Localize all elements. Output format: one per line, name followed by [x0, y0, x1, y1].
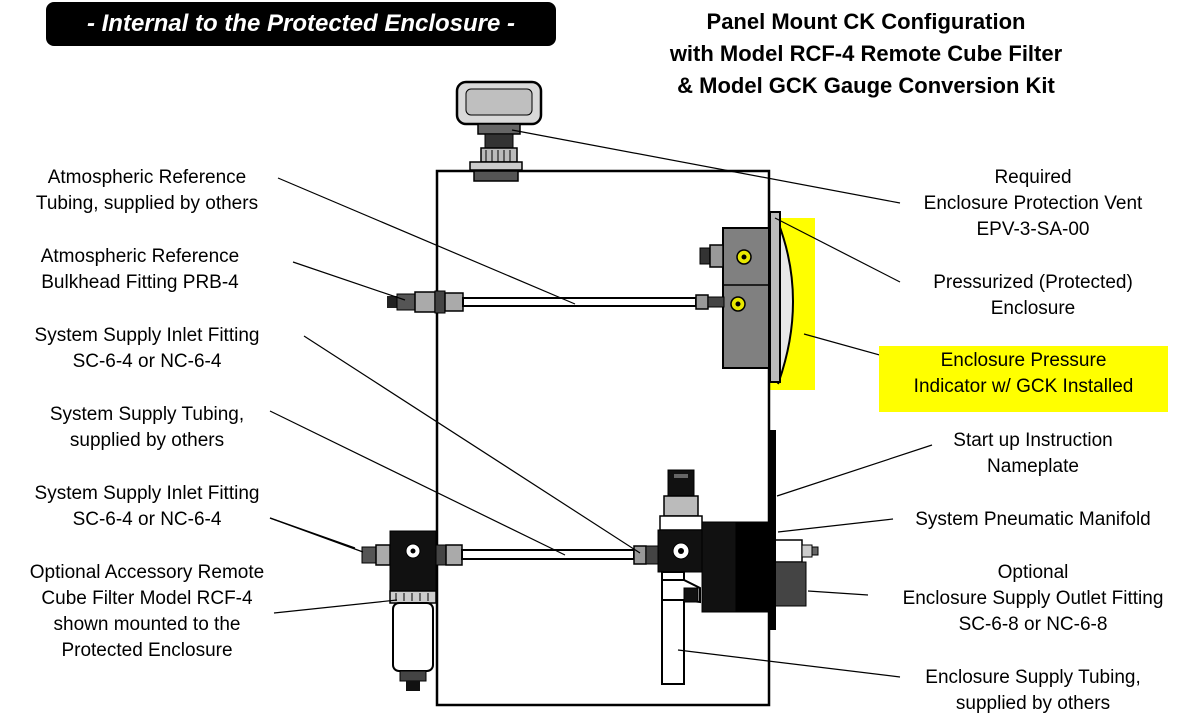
nameplate: [770, 430, 776, 630]
pneumatic-manifold: [657, 430, 819, 685]
label-line: Optional Accessory Remote: [29, 562, 265, 583]
label-line: Optional: [997, 562, 1069, 583]
label-outlet-tubing: Enclosure Supply Tubing, supplied by oth…: [900, 665, 1166, 717]
banner: - Internal to the Protected Enclosure -: [46, 2, 556, 46]
label-line: shown mounted to the: [53, 614, 241, 635]
label-line: Cube Filter Model RCF-4: [41, 588, 253, 609]
label-line: SC-6-4 or NC-6-4: [72, 351, 222, 372]
label-vent: Required Enclosure Protection Vent EPV-3…: [900, 165, 1166, 243]
label-line: Enclosure Pressure: [940, 350, 1107, 371]
label-line: Atmospheric Reference: [40, 246, 240, 267]
label-supply-tubing: System Supply Tubing, supplied by others: [12, 402, 282, 454]
label-inlet-2: System Supply Inlet Fitting SC-6-4 or NC…: [12, 481, 282, 533]
diagram-title: Panel Mount CK Configuration with Model …: [600, 6, 1132, 102]
label-line: System Supply Inlet Fitting: [34, 483, 260, 504]
label-line: Enclosure: [990, 298, 1076, 319]
label-line: Enclosure Protection Vent: [923, 193, 1143, 214]
label-inlet-1: System Supply Inlet Fitting SC-6-4 or NC…: [12, 323, 282, 375]
label-line: System Supply Tubing,: [49, 404, 245, 425]
label-manifold: System Pneumatic Manifold: [893, 507, 1173, 533]
label-cube-filter: Optional Accessory Remote Cube Filter Mo…: [12, 560, 282, 664]
atmospheric-tube: [387, 290, 725, 314]
label-line: Bulkhead Fitting PRB-4: [41, 272, 239, 293]
leader-lines: [269, 129, 933, 678]
label-line: System Pneumatic Manifold: [915, 509, 1151, 530]
label-line: Indicator w/ GCK Installed: [913, 376, 1134, 397]
label-line: Required: [994, 167, 1072, 188]
label-line: System Supply Inlet Fitting: [34, 325, 260, 346]
label-line: Atmospheric Reference: [47, 167, 247, 188]
label-line: supplied by others: [955, 693, 1111, 714]
supply-tube: [361, 544, 659, 566]
label-line: Enclosure Supply Tubing,: [925, 667, 1141, 688]
label-line: SC-6-4 or NC-6-4: [72, 509, 222, 530]
label-line: Enclosure Supply Outlet Fitting: [902, 588, 1164, 609]
label-atm-tubing: Atmospheric Reference Tubing, supplied b…: [12, 165, 282, 217]
label-line: Nameplate: [987, 456, 1079, 477]
label-indicator: Enclosure Pressure Indicator w/ GCK Inst…: [879, 346, 1168, 412]
label-line: Protected Enclosure: [61, 640, 233, 661]
label-outlet: Optional Enclosure Supply Outlet Fitting…: [876, 560, 1190, 638]
label-enclosure: Pressurized (Protected) Enclosure: [906, 270, 1160, 322]
label-line: SC-6-8 or NC-6-8: [958, 614, 1108, 635]
label-atm-bulkhead: Atmospheric Reference Bulkhead Fitting P…: [20, 244, 260, 296]
title-line: & Model GCK Gauge Conversion Kit: [677, 73, 1055, 98]
title-line: Panel Mount CK Configuration: [706, 9, 1026, 34]
label-line: Tubing, supplied by others: [35, 193, 259, 214]
label-line: EPV-3-SA-00: [976, 219, 1090, 240]
pressure-indicator: [699, 211, 794, 385]
label-nameplate: Start up Instruction Nameplate: [920, 428, 1146, 480]
cube-filter: [389, 530, 437, 691]
label-line: Pressurized (Protected): [933, 272, 1133, 293]
label-line: Start up Instruction: [953, 430, 1113, 451]
label-line: supplied by others: [69, 430, 225, 451]
enclosure-vent: [455, 80, 543, 182]
title-line: with Model RCF-4 Remote Cube Filter: [669, 41, 1063, 66]
